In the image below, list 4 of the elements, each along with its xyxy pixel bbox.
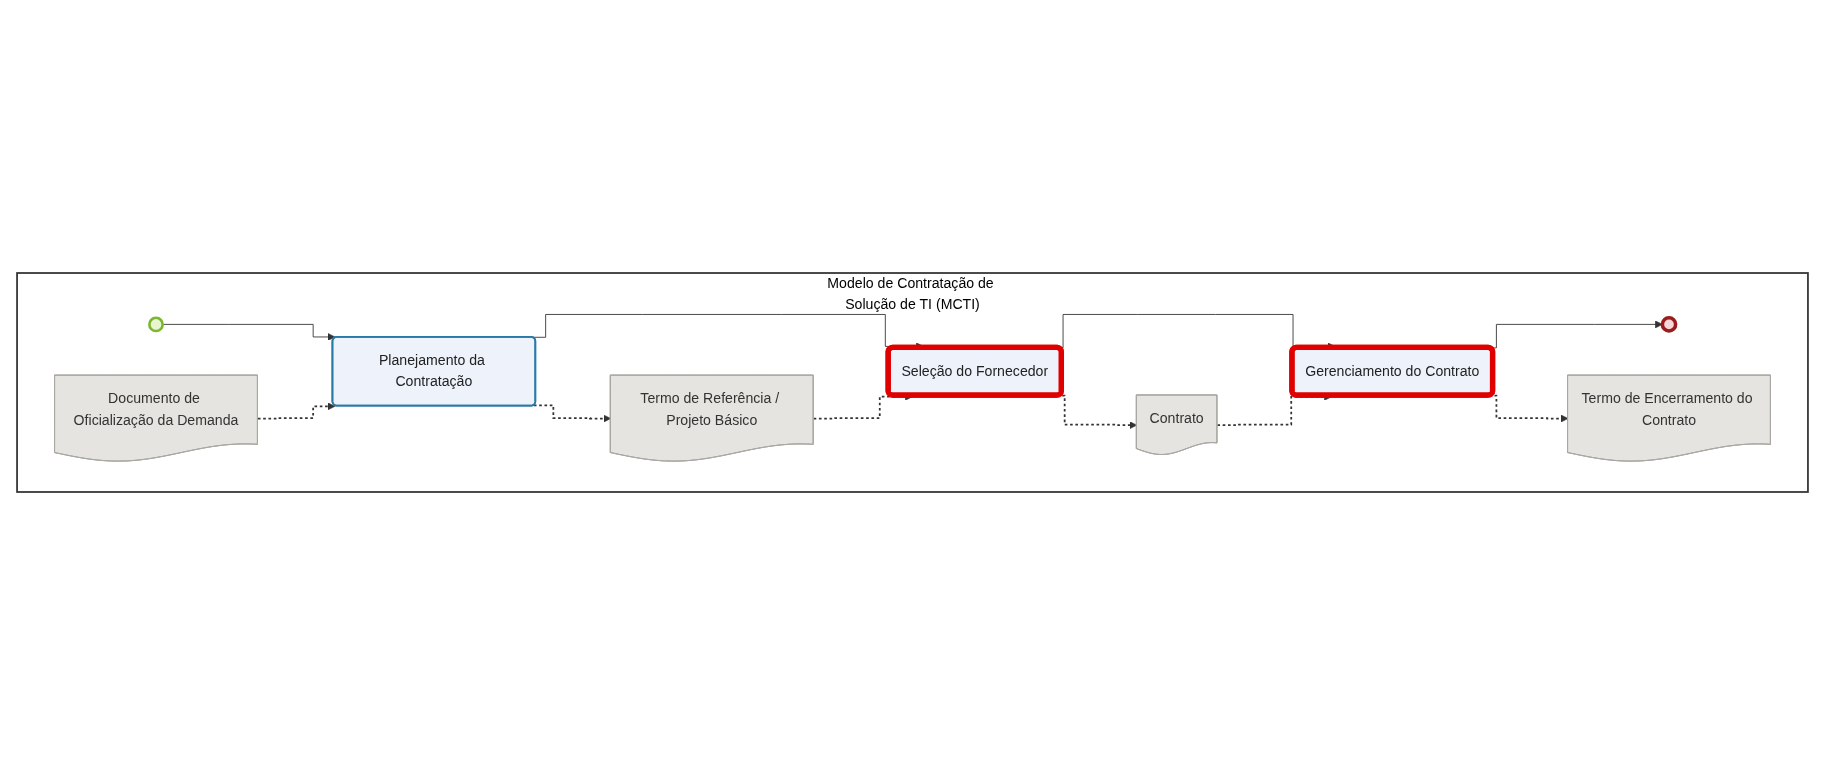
node-circle — [148, 316, 164, 333]
node-circle — [1660, 316, 1678, 333]
arrow — [257, 402, 336, 420]
arrow — [533, 404, 612, 423]
